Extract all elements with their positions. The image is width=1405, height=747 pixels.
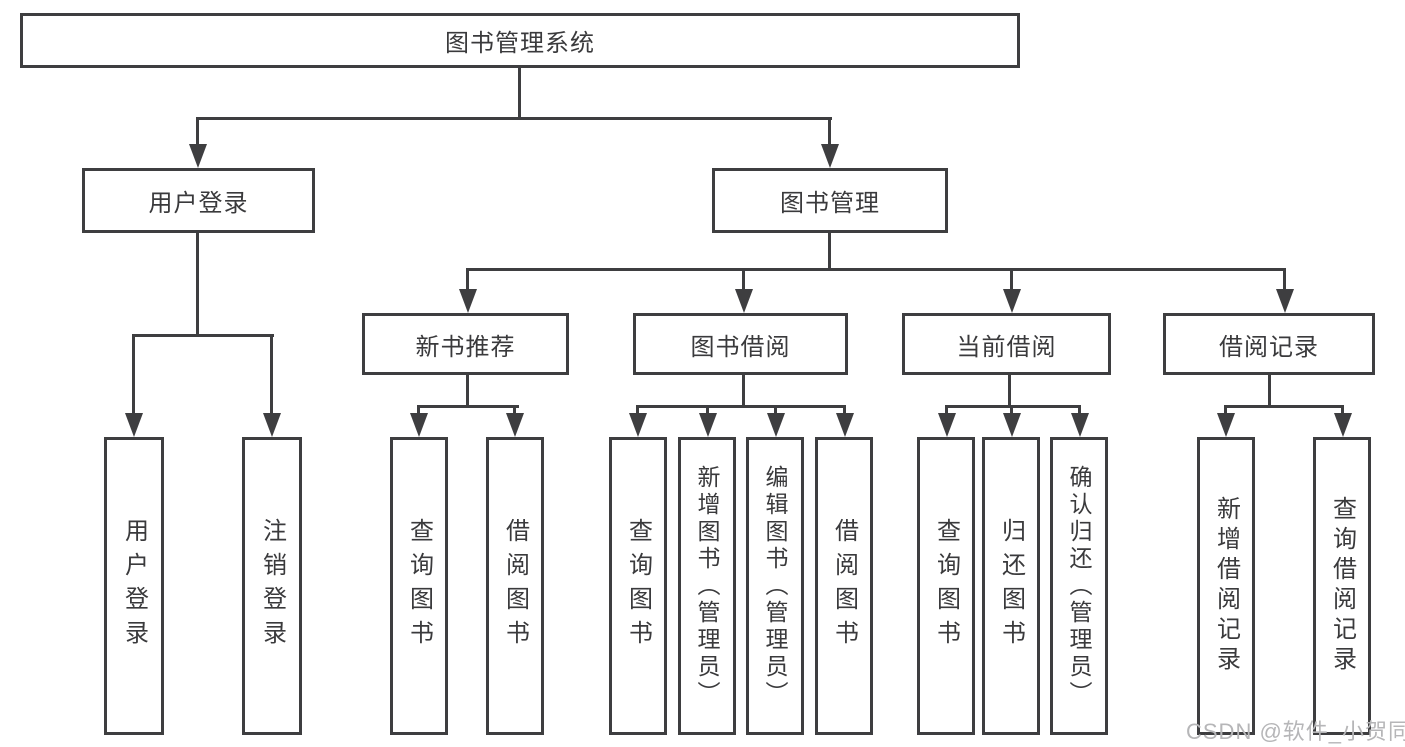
connector-current-borrow-stem	[1008, 375, 1011, 408]
leaf-nb-query-books: 查询图书	[390, 437, 448, 735]
node-current-borrow: 当前借阅	[902, 313, 1111, 375]
arrow-br-add	[1217, 413, 1235, 437]
connector-drop-br-add	[1224, 405, 1227, 415]
connector-drop-new-book	[466, 268, 469, 291]
leaf-bb-edit-book-admin: 编辑图书（管理员）	[746, 437, 804, 735]
leaf-cb-confirm-return-admin: 确认归还（管理员）	[1050, 437, 1108, 735]
connector-drop-user-login	[196, 117, 199, 146]
node-book-management: 图书管理	[712, 168, 948, 233]
connector-drop-bb-query	[636, 405, 639, 415]
leaf-logout: 注销登录	[242, 437, 302, 735]
arrow-bb-query	[629, 413, 647, 437]
connector-book-management-stem	[828, 233, 831, 271]
leaf-br-add-record: 新增借阅记录	[1197, 437, 1255, 735]
connector-drop-leaf-user-login	[132, 334, 135, 415]
node-library-system: 图书管理系统	[20, 13, 1020, 68]
connector-root-hline	[196, 117, 832, 120]
connector-drop-cb-confirm	[1078, 405, 1081, 415]
connector-borrow-records-stem	[1268, 375, 1271, 408]
arrow-cb-return	[1003, 413, 1021, 437]
connector-drop-bb-borrow	[843, 405, 846, 415]
arrow-nb-query	[410, 413, 428, 437]
arrow-br-query	[1334, 413, 1352, 437]
connector-drop-leaf-logout	[270, 334, 273, 415]
arrow-bb-add	[699, 413, 717, 437]
connector-new-book-stem	[466, 375, 469, 408]
arrow-book-management	[821, 144, 839, 168]
arrow-cb-query	[938, 413, 956, 437]
arrow-nb-borrow	[506, 413, 524, 437]
arrow-bb-edit	[767, 413, 785, 437]
connector-drop-br-query	[1341, 405, 1344, 415]
connector-drop-book-borrow	[742, 268, 745, 291]
arrow-cb-confirm	[1071, 413, 1089, 437]
connector-borrow-records-hline	[1224, 405, 1344, 408]
connector-drop-cb-query	[945, 405, 948, 415]
leaf-bb-borrow-books: 借阅图书	[815, 437, 873, 735]
connector-book-management-hline	[466, 268, 1286, 271]
leaf-br-query-record: 查询借阅记录	[1313, 437, 1371, 735]
connector-drop-cb-return	[1010, 405, 1013, 415]
connector-new-book-hline	[417, 405, 519, 408]
connector-book-borrow-stem	[742, 375, 745, 408]
node-user-login: 用户登录	[82, 168, 315, 233]
leaf-bb-add-book-admin: 新增图书（管理员）	[678, 437, 736, 735]
leaf-nb-borrow-books: 借阅图书	[486, 437, 544, 735]
arrow-borrow-records	[1276, 289, 1294, 313]
connector-drop-bb-add	[706, 405, 709, 415]
leaf-user-login: 用户登录	[104, 437, 164, 735]
node-book-borrow: 图书借阅	[633, 313, 848, 375]
arrow-leaf-logout	[263, 413, 281, 437]
connector-book-borrow-hline	[636, 405, 846, 408]
connector-drop-nb-borrow	[513, 405, 516, 415]
arrow-book-borrow	[735, 289, 753, 313]
connector-drop-bb-edit	[774, 405, 777, 415]
node-new-book-recommend: 新书推荐	[362, 313, 569, 375]
connector-root-stem	[518, 68, 521, 119]
csdn-watermark: CSDN @软件_小贺同学	[1186, 719, 1405, 744]
arrow-user-login	[189, 144, 207, 168]
connector-current-borrow-hline	[945, 405, 1081, 408]
connector-drop-borrow-records	[1283, 268, 1286, 291]
leaf-cb-query-books: 查询图书	[917, 437, 975, 735]
arrow-leaf-user-login	[125, 413, 143, 437]
connector-drop-nb-query	[417, 405, 420, 415]
arrow-bb-borrow	[836, 413, 854, 437]
arrow-new-book	[459, 289, 477, 313]
leaf-bb-query-books: 查询图书	[609, 437, 667, 735]
leaf-cb-return-book: 归还图书	[982, 437, 1040, 735]
connector-drop-book-management	[828, 117, 831, 146]
connector-user-login-hline	[132, 334, 274, 337]
connector-user-login-stem	[196, 233, 199, 337]
arrow-current-borrow	[1003, 289, 1021, 313]
connector-drop-current-borrow	[1010, 268, 1013, 291]
node-borrow-records: 借阅记录	[1163, 313, 1375, 375]
